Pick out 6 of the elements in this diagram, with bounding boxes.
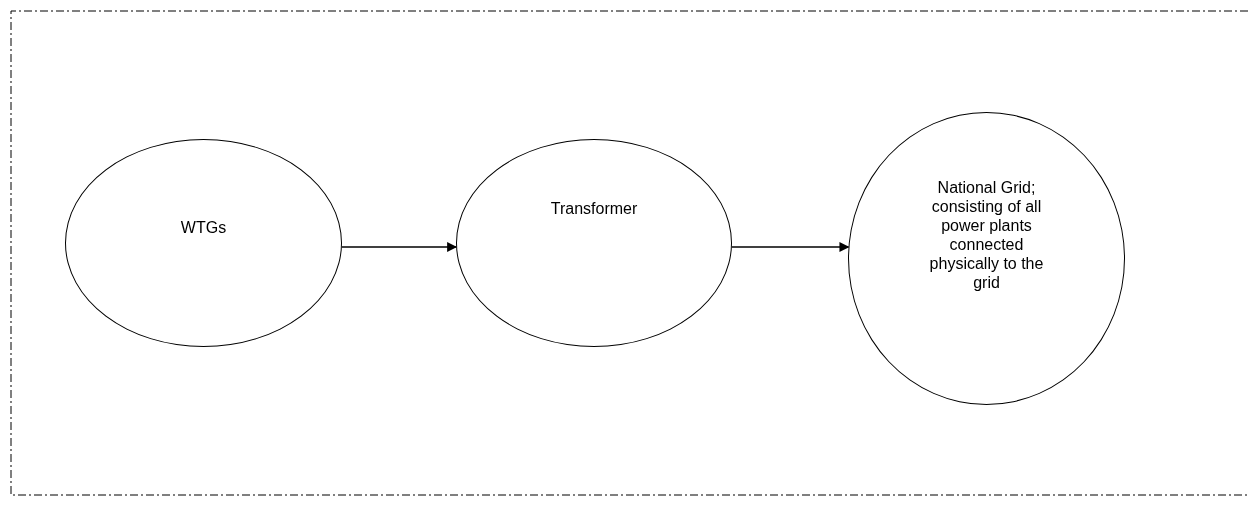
arrow bbox=[731, 242, 850, 252]
boundary-frame bbox=[10, 10, 1248, 496]
node-label: National Grid; consisting of all power plants connected physically to the grid bbox=[928, 178, 1045, 293]
arrow bbox=[341, 242, 458, 252]
node-label: Transformer bbox=[549, 198, 639, 218]
node-label: WTGs bbox=[179, 217, 228, 236]
